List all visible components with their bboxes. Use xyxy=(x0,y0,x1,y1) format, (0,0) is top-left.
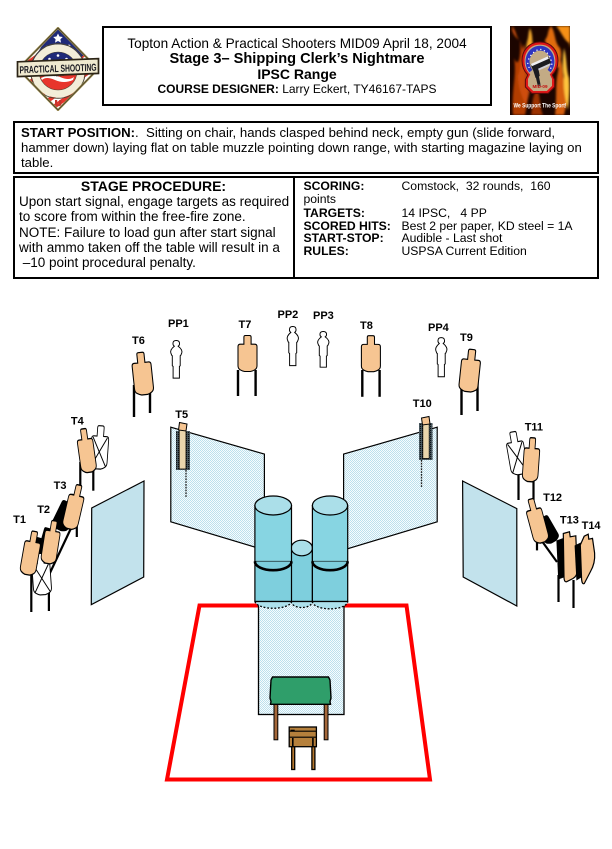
svg-text:T1: T1 xyxy=(13,514,26,526)
svg-text:T8: T8 xyxy=(360,320,373,332)
svg-text:We Support The Sport!: We Support The Sport! xyxy=(514,103,567,110)
svg-text:T14: T14 xyxy=(582,520,602,532)
svg-text:PP4: PP4 xyxy=(428,322,450,334)
svg-text:PRACTICAL SHOOTING: PRACTICAL SHOOTING xyxy=(19,63,96,77)
svg-text:T4: T4 xyxy=(71,416,85,428)
svg-text:T12: T12 xyxy=(543,492,562,504)
svg-text:T2: T2 xyxy=(37,504,50,516)
svg-text:T10: T10 xyxy=(413,398,432,410)
svg-text:T9: T9 xyxy=(460,332,473,344)
svg-text:PP2: PP2 xyxy=(278,309,299,321)
svg-text:T5: T5 xyxy=(175,409,188,421)
svg-text:MID-09: MID-09 xyxy=(532,84,548,89)
svg-text:T11: T11 xyxy=(525,422,543,434)
svg-text:T3: T3 xyxy=(54,480,67,492)
svg-text:T7: T7 xyxy=(239,319,252,331)
svg-text:PP3: PP3 xyxy=(313,310,334,322)
svg-text:T6: T6 xyxy=(132,335,145,347)
svg-text:PP1: PP1 xyxy=(168,318,189,330)
svg-text:T13: T13 xyxy=(560,515,579,527)
